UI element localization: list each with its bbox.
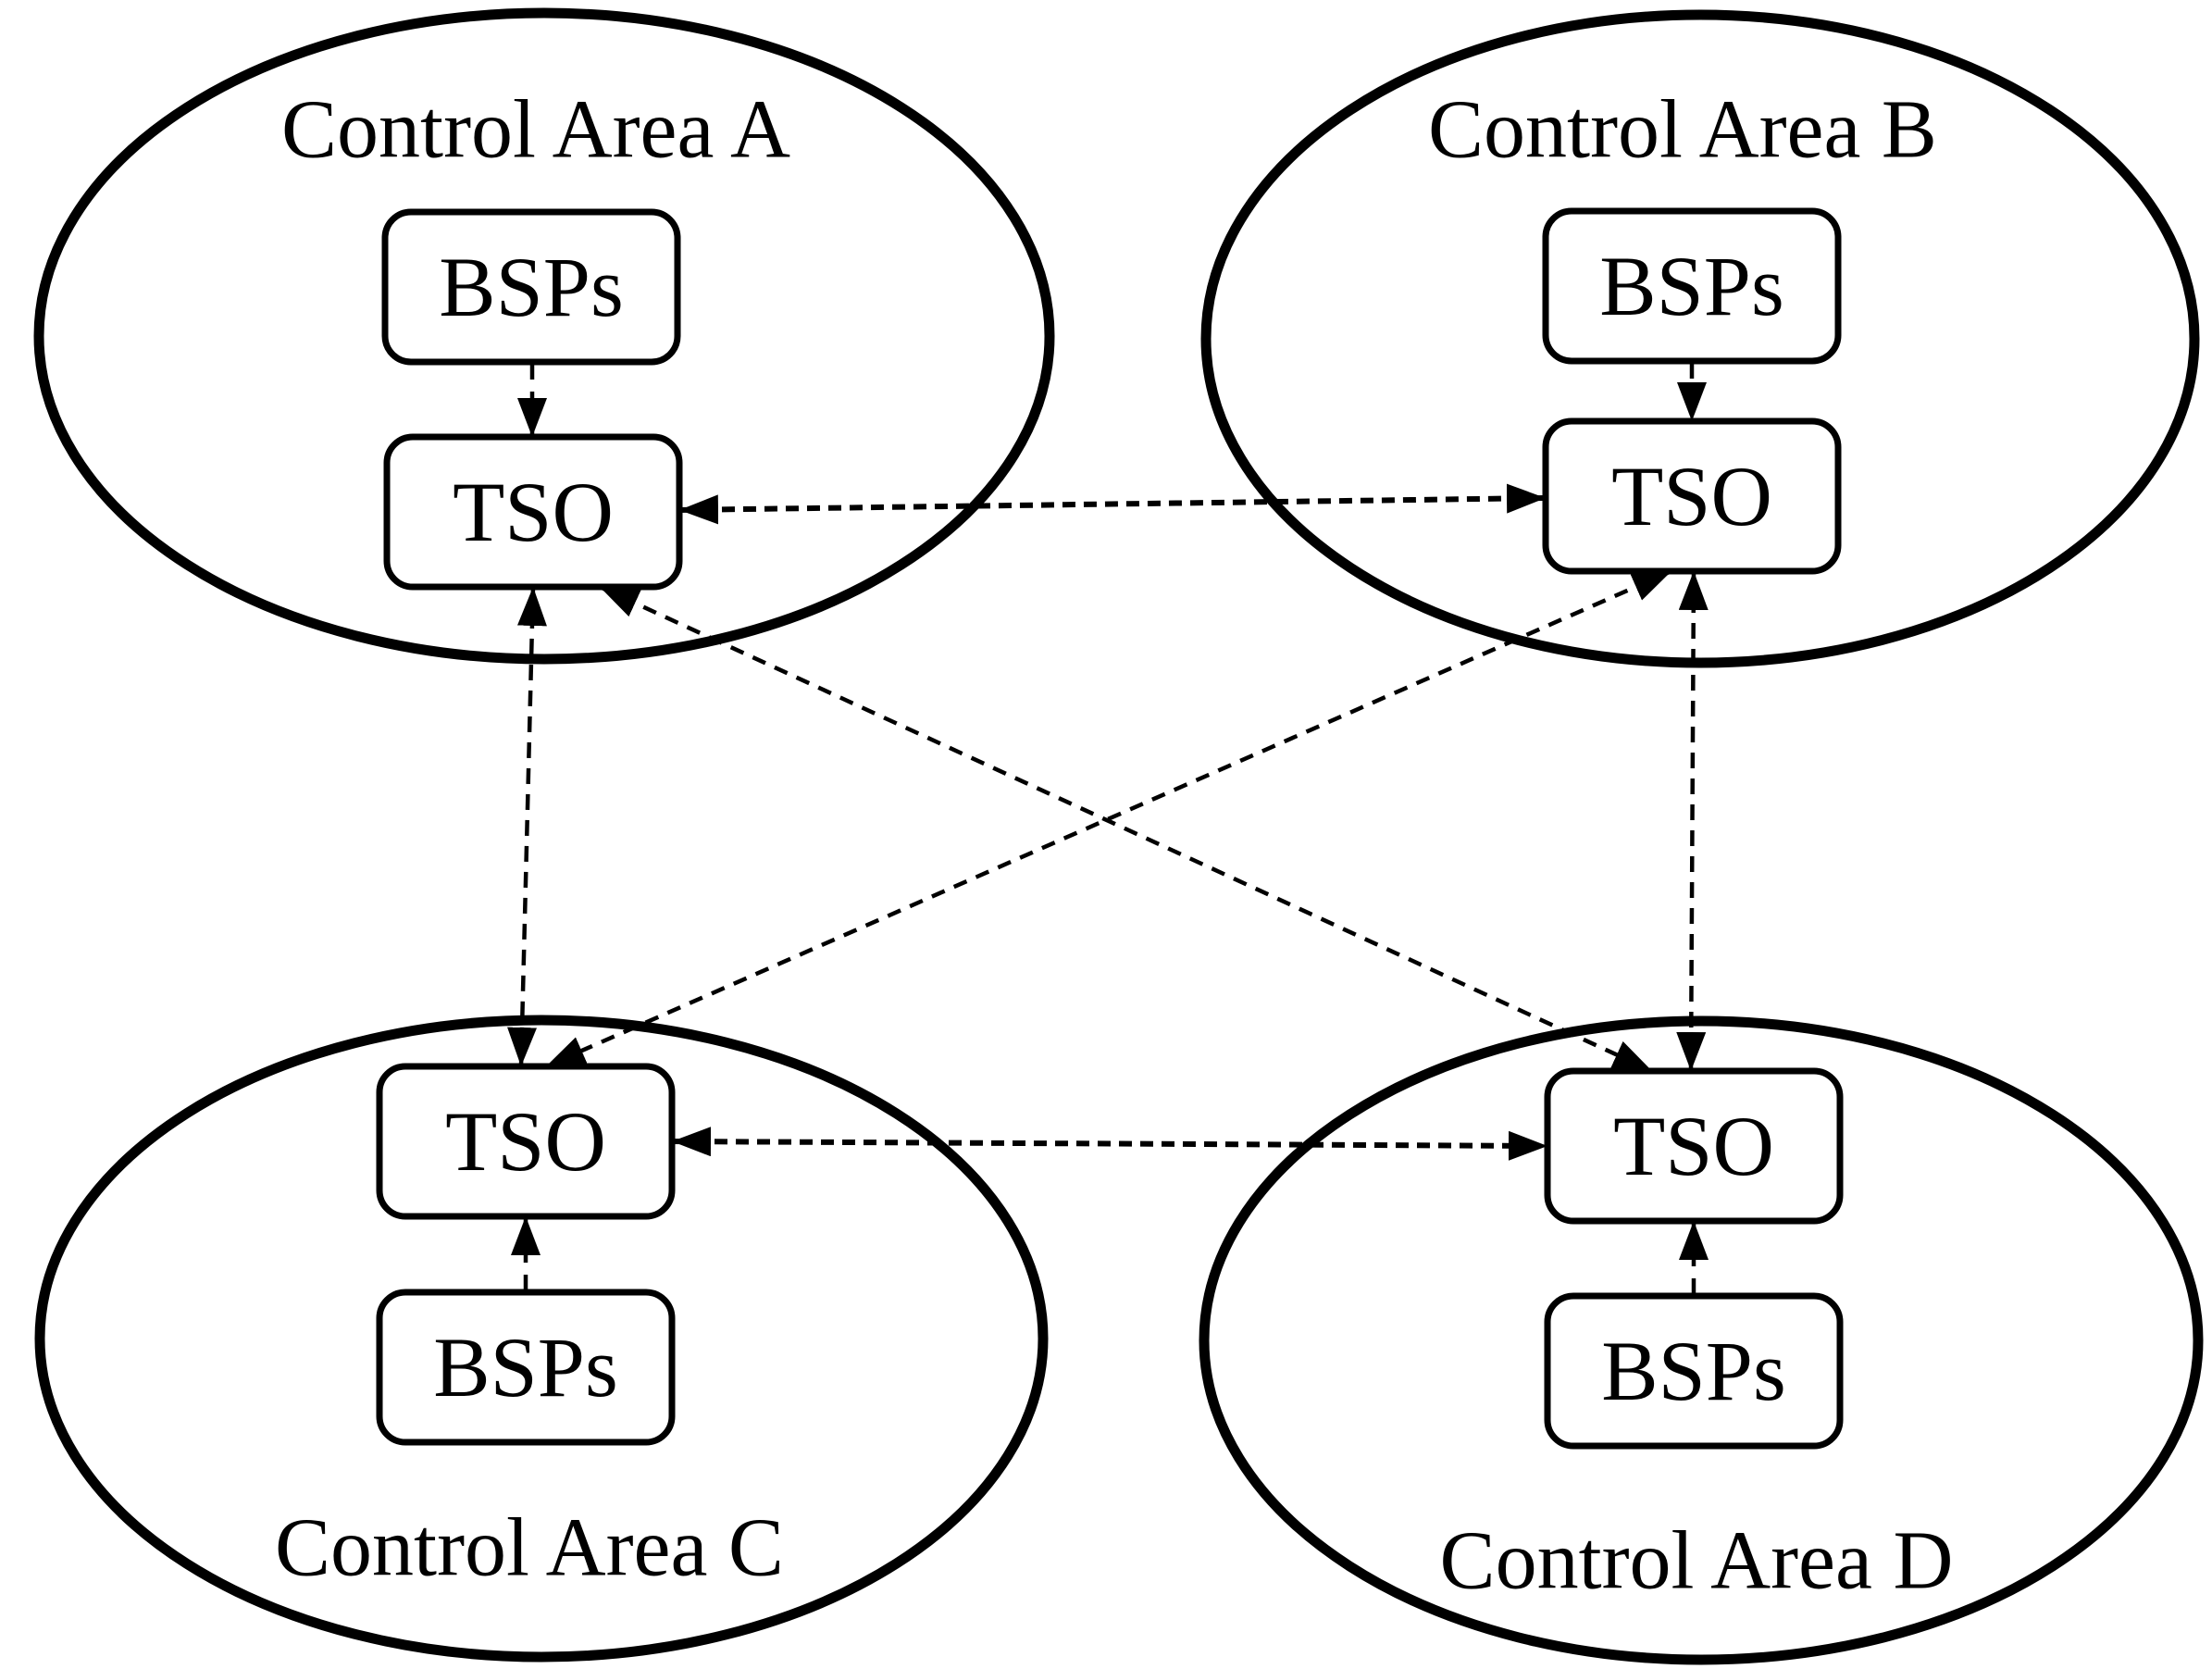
control-area-d-title: Control Area D [1440,1515,1954,1607]
tso-b-label: TSO [1611,449,1772,543]
arrow-tso-a-tso-d [599,584,1653,1074]
bsps-d-label: BSPs [1601,1324,1786,1418]
tso-d-label: TSO [1613,1099,1774,1193]
inter-tso-connections [507,483,1709,1161]
arrow-tso-a-tso-c [507,586,547,1067]
tso-c-label: TSO [445,1094,606,1189]
node-bsps-c: BSPs [376,1289,676,1446]
node-bsps-d: BSPs [1544,1292,1844,1450]
control-area-b: Control Area B BSPs TSO [1200,9,2200,668]
control-area-c: Control Area C TSO BSPs [34,1015,1049,1663]
arrow-tso-b-tso-d [1676,570,1709,1072]
arrow-tso-b-tso-c [545,568,1672,1069]
control-area-b-title: Control Area B [1428,84,1937,176]
node-bsps-b: BSPs [1542,207,1842,365]
control-area-a-title: Control Area A [281,84,790,176]
control-area-a: Control Area A BSPs TSO [33,7,1055,665]
bsps-c-label: BSPs [433,1320,618,1414]
arrow-tso-c-tso-d [671,1127,1548,1161]
tso-a-label: TSO [453,465,614,559]
node-tso-b: TSO [1542,417,1842,575]
control-area-d: Control Area D TSO BSPs [1199,1015,2204,1665]
arrow-tso-a-tso-b [678,483,1547,525]
node-tso-d: TSO [1544,1067,1844,1225]
node-tso-a: TSO [383,433,683,591]
node-bsps-a: BSPs [381,208,681,366]
control-area-c-title: Control Area C [275,1502,784,1594]
bsps-a-label: BSPs [439,240,624,334]
node-tso-c: TSO [376,1063,676,1220]
bsps-b-label: BSPs [1599,239,1784,333]
